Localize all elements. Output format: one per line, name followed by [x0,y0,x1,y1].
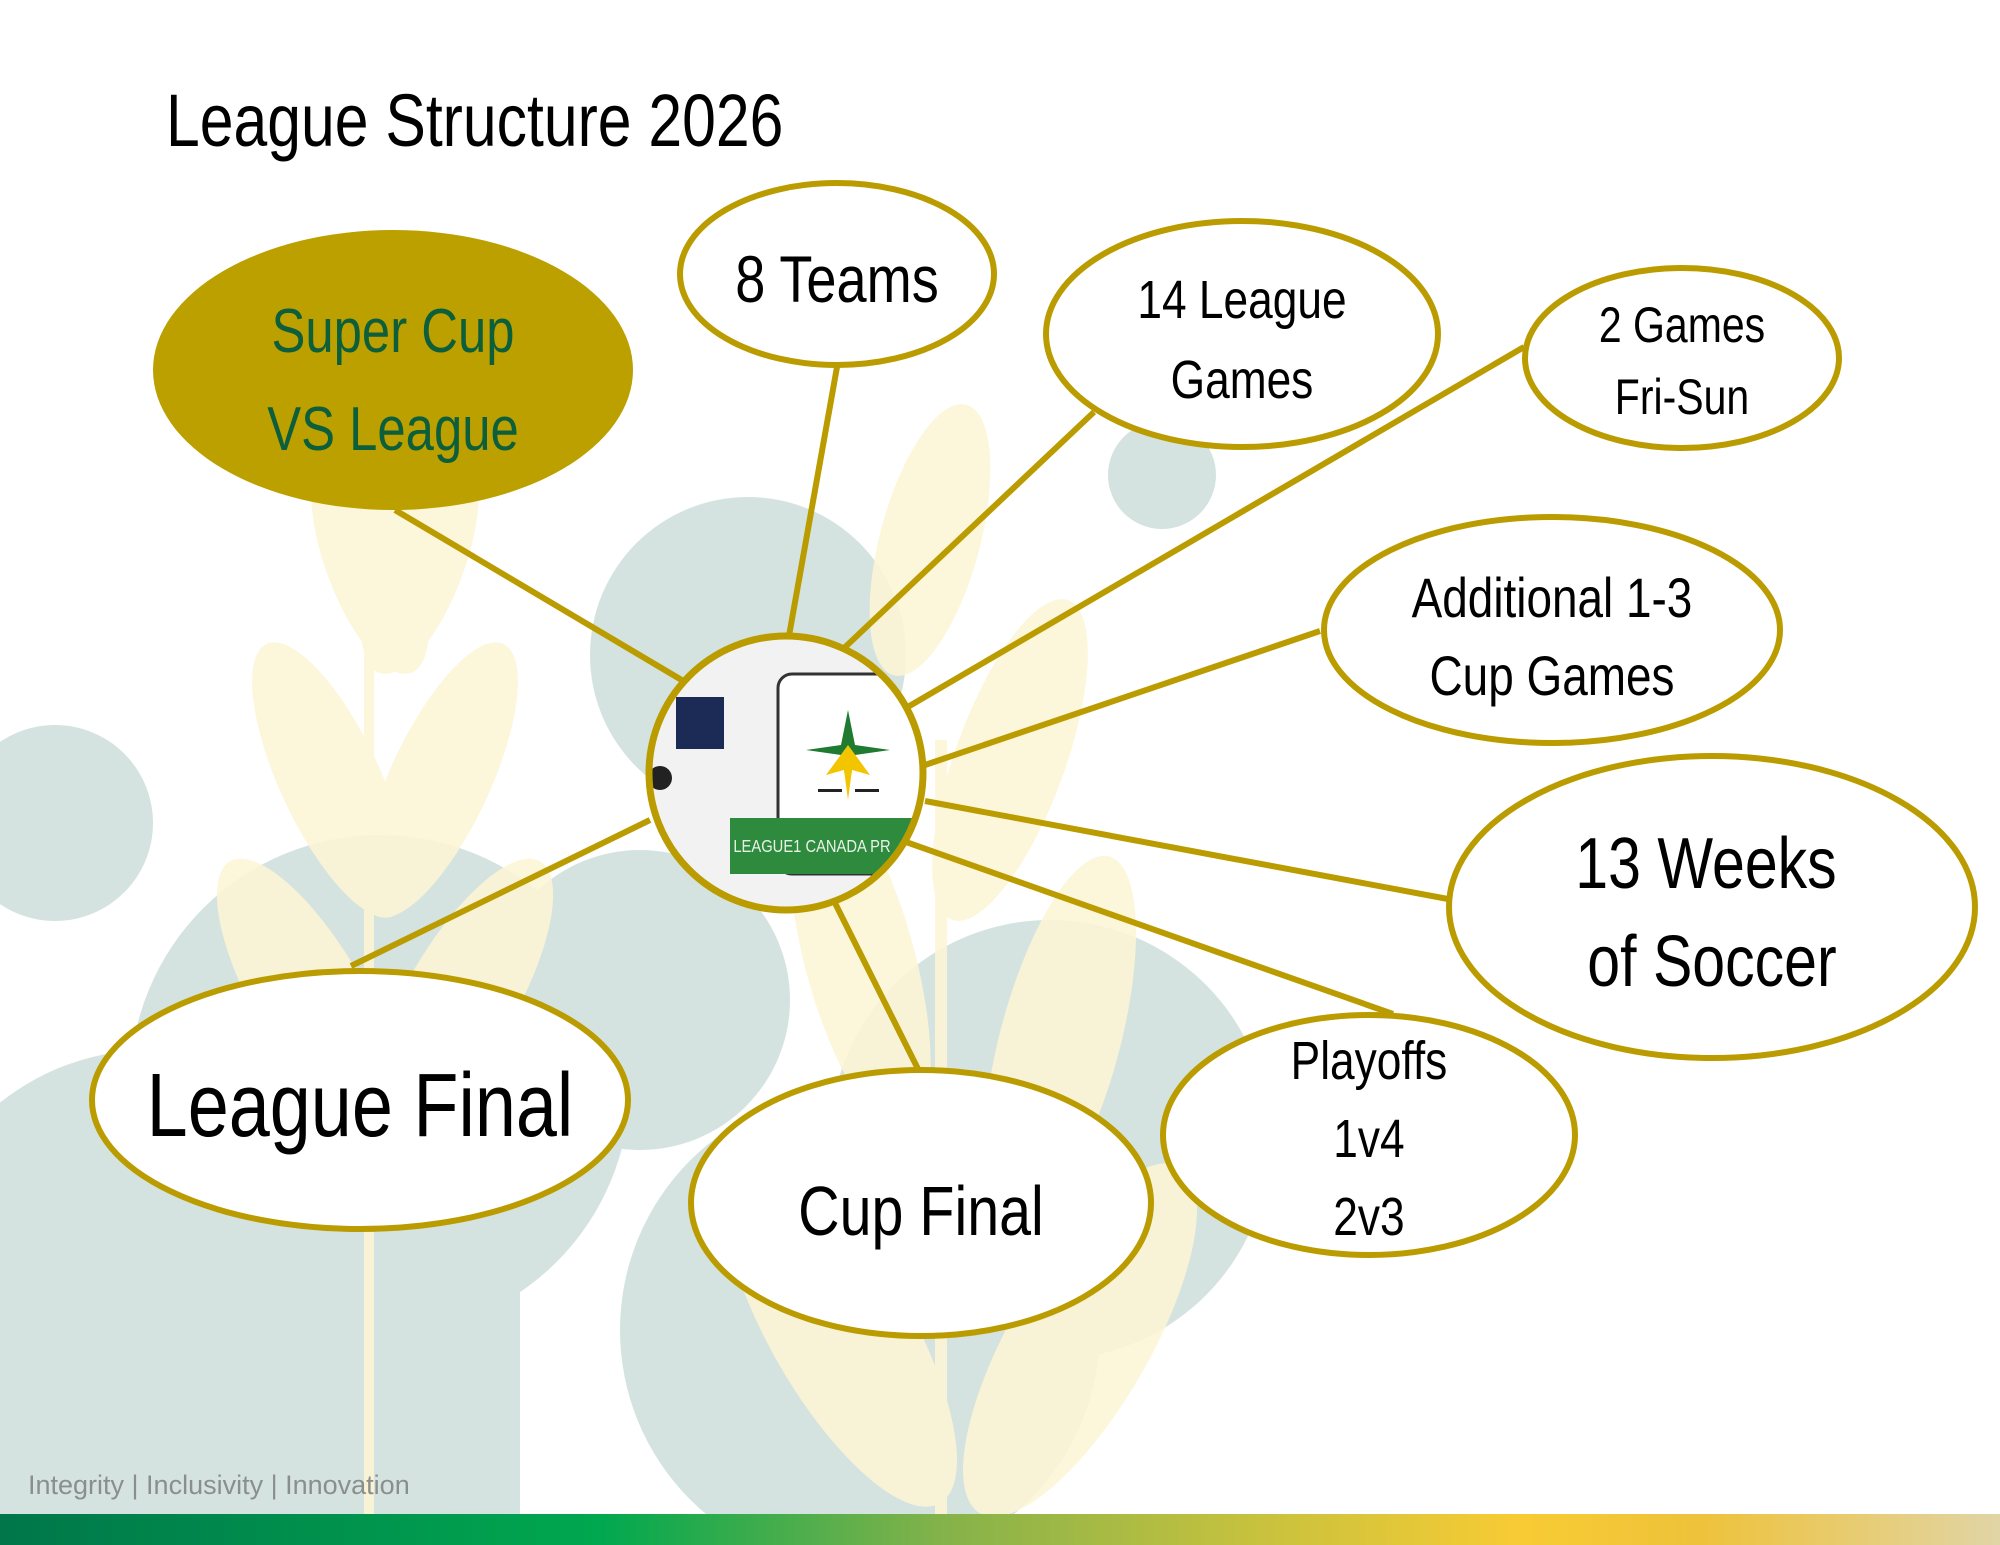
page-title: League Structure 2026 [166,79,784,162]
logo-text: LEAGUE1 CANADA PR [733,837,890,857]
node-super-cup: Super Cup VS League [153,230,633,510]
svg-text:Fri-Sun: Fri-Sun [1615,369,1749,425]
svg-text:2v3: 2v3 [1333,1187,1404,1247]
node-weeks: 13 Weeks of Soccer [1446,753,1978,1061]
svg-text:14 League: 14 League [1137,270,1346,330]
connector-lines [349,344,1526,1071]
node-league-final: League Final [89,968,631,1232]
background-decoration [0,404,1270,1545]
tagline: Integrity | Inclusivity | Innovation [28,1470,410,1500]
connector-super-cup [393,507,687,685]
node-playoffs: Playoffs 1v4 2v3 [1160,1012,1578,1258]
node-cup-games: Additional 1-3 Cup Games [1321,514,1783,746]
svg-text:Games: Games [1171,350,1314,410]
svg-text:Playoffs: Playoffs [1291,1031,1448,1091]
svg-text:League Final: League Final [147,1056,574,1156]
svg-text:2 Games: 2 Games [1599,297,1765,353]
svg-text:Additional 1-3: Additional 1-3 [1412,567,1693,629]
svg-text:8 Teams: 8 Teams [735,242,939,316]
center-logo: LEAGUE1 CANADA PR [645,632,927,914]
node-league-games: 14 League Games [1043,218,1441,450]
svg-text:1v4: 1v4 [1333,1109,1404,1169]
node-games-weekend: 2 Games Fri-Sun [1522,265,1842,451]
connector-cup-final [829,895,921,1071]
svg-text:Super Cup: Super Cup [271,297,514,366]
connector-league-games [839,409,1097,653]
node-cup-final: Cup Final [688,1067,1154,1339]
svg-text:Cup Games: Cup Games [1430,645,1675,707]
connector-cup-games [924,628,1321,768]
footer-gradient-bar [0,1514,2000,1545]
svg-text:of Soccer: of Soccer [1587,920,1836,1001]
svg-text:13 Weeks: 13 Weeks [1575,822,1836,903]
connector-league-final [349,817,652,969]
connector-games-weekend [904,344,1526,711]
connector-weeks [924,798,1449,902]
connector-teams [784,366,840,648]
svg-text:Cup Final: Cup Final [798,1172,1044,1251]
club-crest-icon [676,697,724,749]
node-teams: 8 Teams [677,180,997,368]
svg-text:VS League: VS League [267,395,519,464]
connector-playoffs [905,839,1394,1017]
